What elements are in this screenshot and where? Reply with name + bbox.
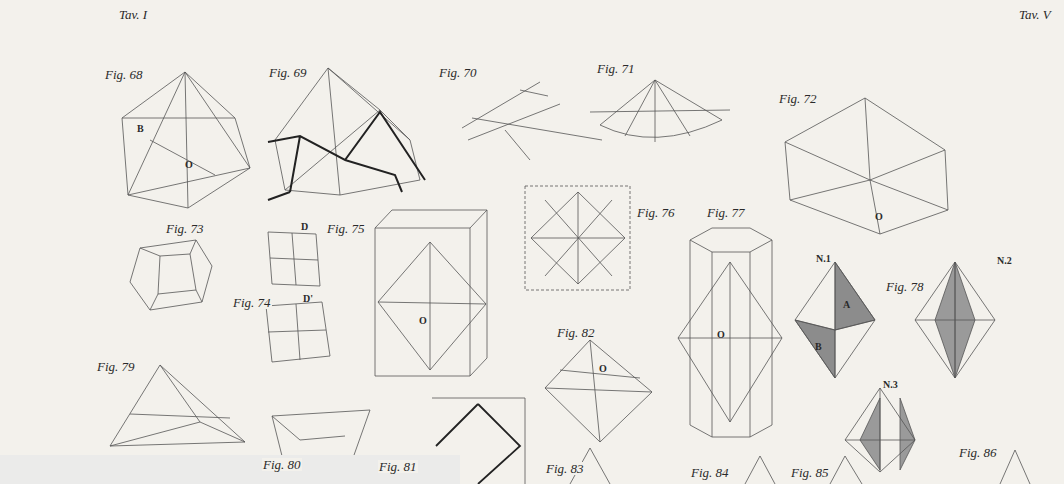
paper-overlay bbox=[0, 455, 460, 484]
figure-label: Fig. 77 bbox=[706, 206, 746, 219]
point-letter: D bbox=[300, 222, 309, 232]
fig78-n1-drawing bbox=[795, 262, 875, 378]
point-letter: O bbox=[418, 316, 428, 326]
figure-label: Tav. V bbox=[1018, 8, 1052, 21]
figure-label: Fig. 80 bbox=[262, 458, 302, 471]
figure-label: Fig. 68 bbox=[104, 68, 144, 81]
crystal-figures bbox=[110, 68, 1030, 484]
figure-label: Fig. 74 bbox=[232, 296, 272, 309]
point-letter: O bbox=[874, 212, 884, 222]
fig78-n2-drawing bbox=[915, 262, 995, 378]
fig69-bold-edges bbox=[268, 112, 425, 200]
fig78-shaded-faces bbox=[795, 262, 875, 378]
point-letter: D' bbox=[302, 294, 314, 304]
fig75-drawing bbox=[375, 210, 487, 376]
fig72-drawing bbox=[785, 98, 948, 234]
fig71-drawing bbox=[590, 80, 730, 142]
point-letter: N.1 bbox=[815, 254, 832, 264]
fig68-drawing bbox=[122, 72, 250, 208]
fig79-drawing bbox=[110, 365, 245, 446]
point-letter: N.3 bbox=[882, 380, 899, 390]
figure-label: Fig. 81 bbox=[378, 460, 418, 473]
point-letter: O bbox=[598, 364, 608, 374]
figure-label: Fig. 69 bbox=[268, 66, 308, 79]
figure-label: Fig. 85 bbox=[790, 466, 830, 479]
fig78-n3-drawing bbox=[845, 388, 915, 472]
figure-label: Fig. 82 bbox=[556, 326, 596, 339]
figure-label: Fig. 79 bbox=[96, 360, 136, 373]
fig69-drawing bbox=[275, 68, 420, 195]
point-letter: A bbox=[842, 300, 851, 310]
fig76-square bbox=[525, 186, 630, 290]
figure-label: Tav. I bbox=[118, 8, 148, 21]
fig78-n3-shaded bbox=[860, 398, 915, 470]
figure-label: Fig. 70 bbox=[438, 66, 478, 79]
point-letter: B bbox=[814, 342, 823, 352]
point-letter: N.2 bbox=[996, 256, 1013, 266]
figure-label: Fig. 75 bbox=[326, 222, 366, 235]
figure-label: Fig. 83 bbox=[545, 462, 585, 475]
fig76-drawing bbox=[531, 192, 625, 284]
fig73-drawing bbox=[130, 240, 212, 310]
figure-label: Fig. 73 bbox=[165, 222, 205, 235]
fig74-upper-drawing bbox=[268, 232, 320, 286]
figure-label: Fig. 76 bbox=[636, 206, 676, 219]
point-letter: B bbox=[136, 124, 145, 134]
figure-label: Fig. 86 bbox=[958, 446, 998, 459]
point-letter: O bbox=[716, 330, 726, 340]
figure-label: Fig. 84 bbox=[690, 466, 730, 479]
fig77-drawing bbox=[678, 228, 782, 437]
fig74-lower-drawing bbox=[266, 302, 330, 362]
fig82-drawing bbox=[545, 340, 652, 442]
point-letter: O bbox=[184, 160, 194, 170]
figure-label: Fig. 72 bbox=[778, 92, 818, 105]
fig70-drawing bbox=[462, 82, 602, 160]
figure-label: Fig. 78 bbox=[885, 280, 925, 293]
figure-label: Fig. 71 bbox=[596, 62, 636, 75]
